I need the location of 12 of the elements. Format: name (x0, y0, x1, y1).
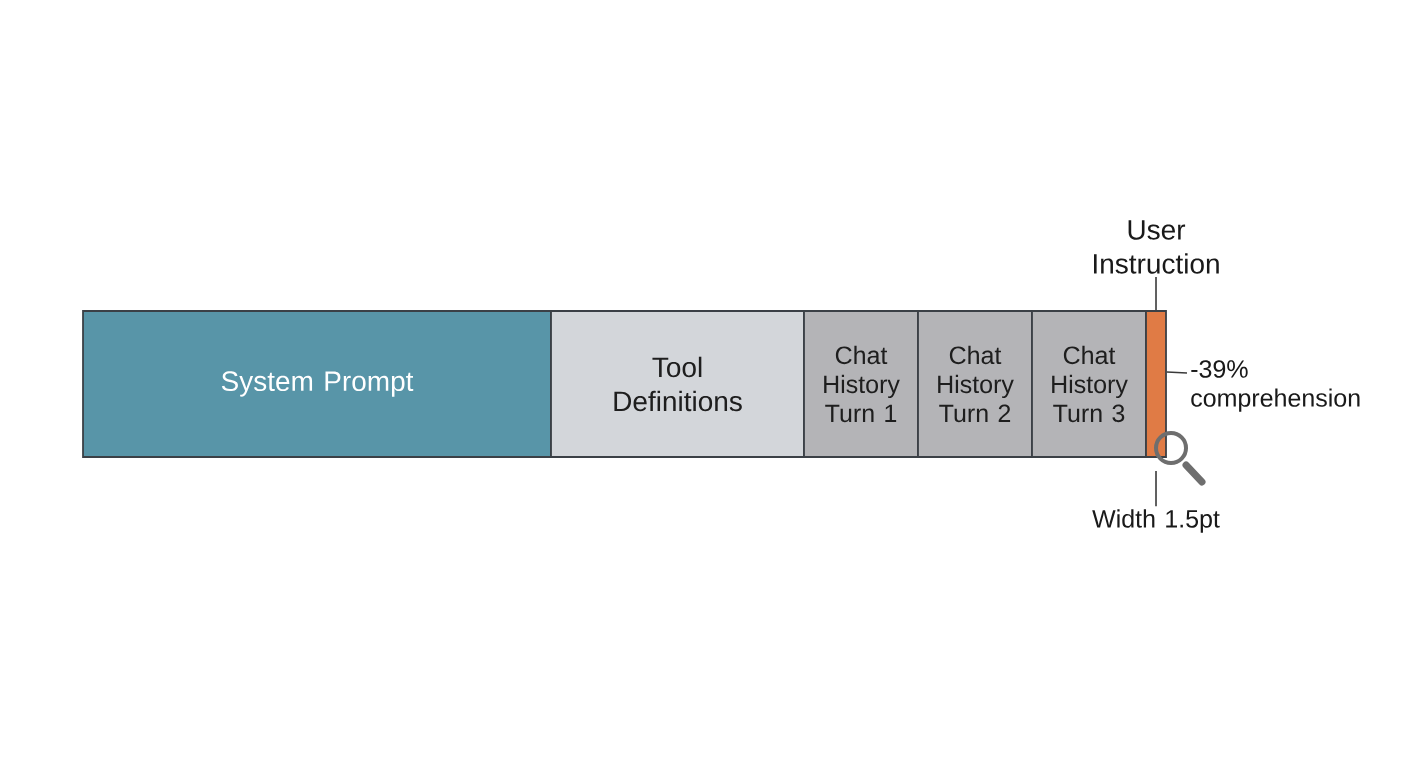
bar-segment: Chat History Turn 1 (803, 310, 919, 458)
leader-line (1166, 371, 1188, 374)
callout-label: User Instruction (1094, 220, 1219, 274)
callout-label: -39% comprehension (1191, 360, 1360, 412)
bar-segment: Chat History Turn 2 (917, 310, 1033, 458)
bar-segment: System Prompt (82, 310, 552, 458)
bar-segment (1145, 310, 1167, 458)
bar-segment: Tool Definitions (550, 310, 805, 458)
bar-segment: Chat History Turn 3 (1031, 310, 1147, 458)
callout-label: Width 1.5pt (1092, 509, 1220, 533)
leader-line (1155, 470, 1157, 507)
leader-line (1155, 276, 1157, 311)
